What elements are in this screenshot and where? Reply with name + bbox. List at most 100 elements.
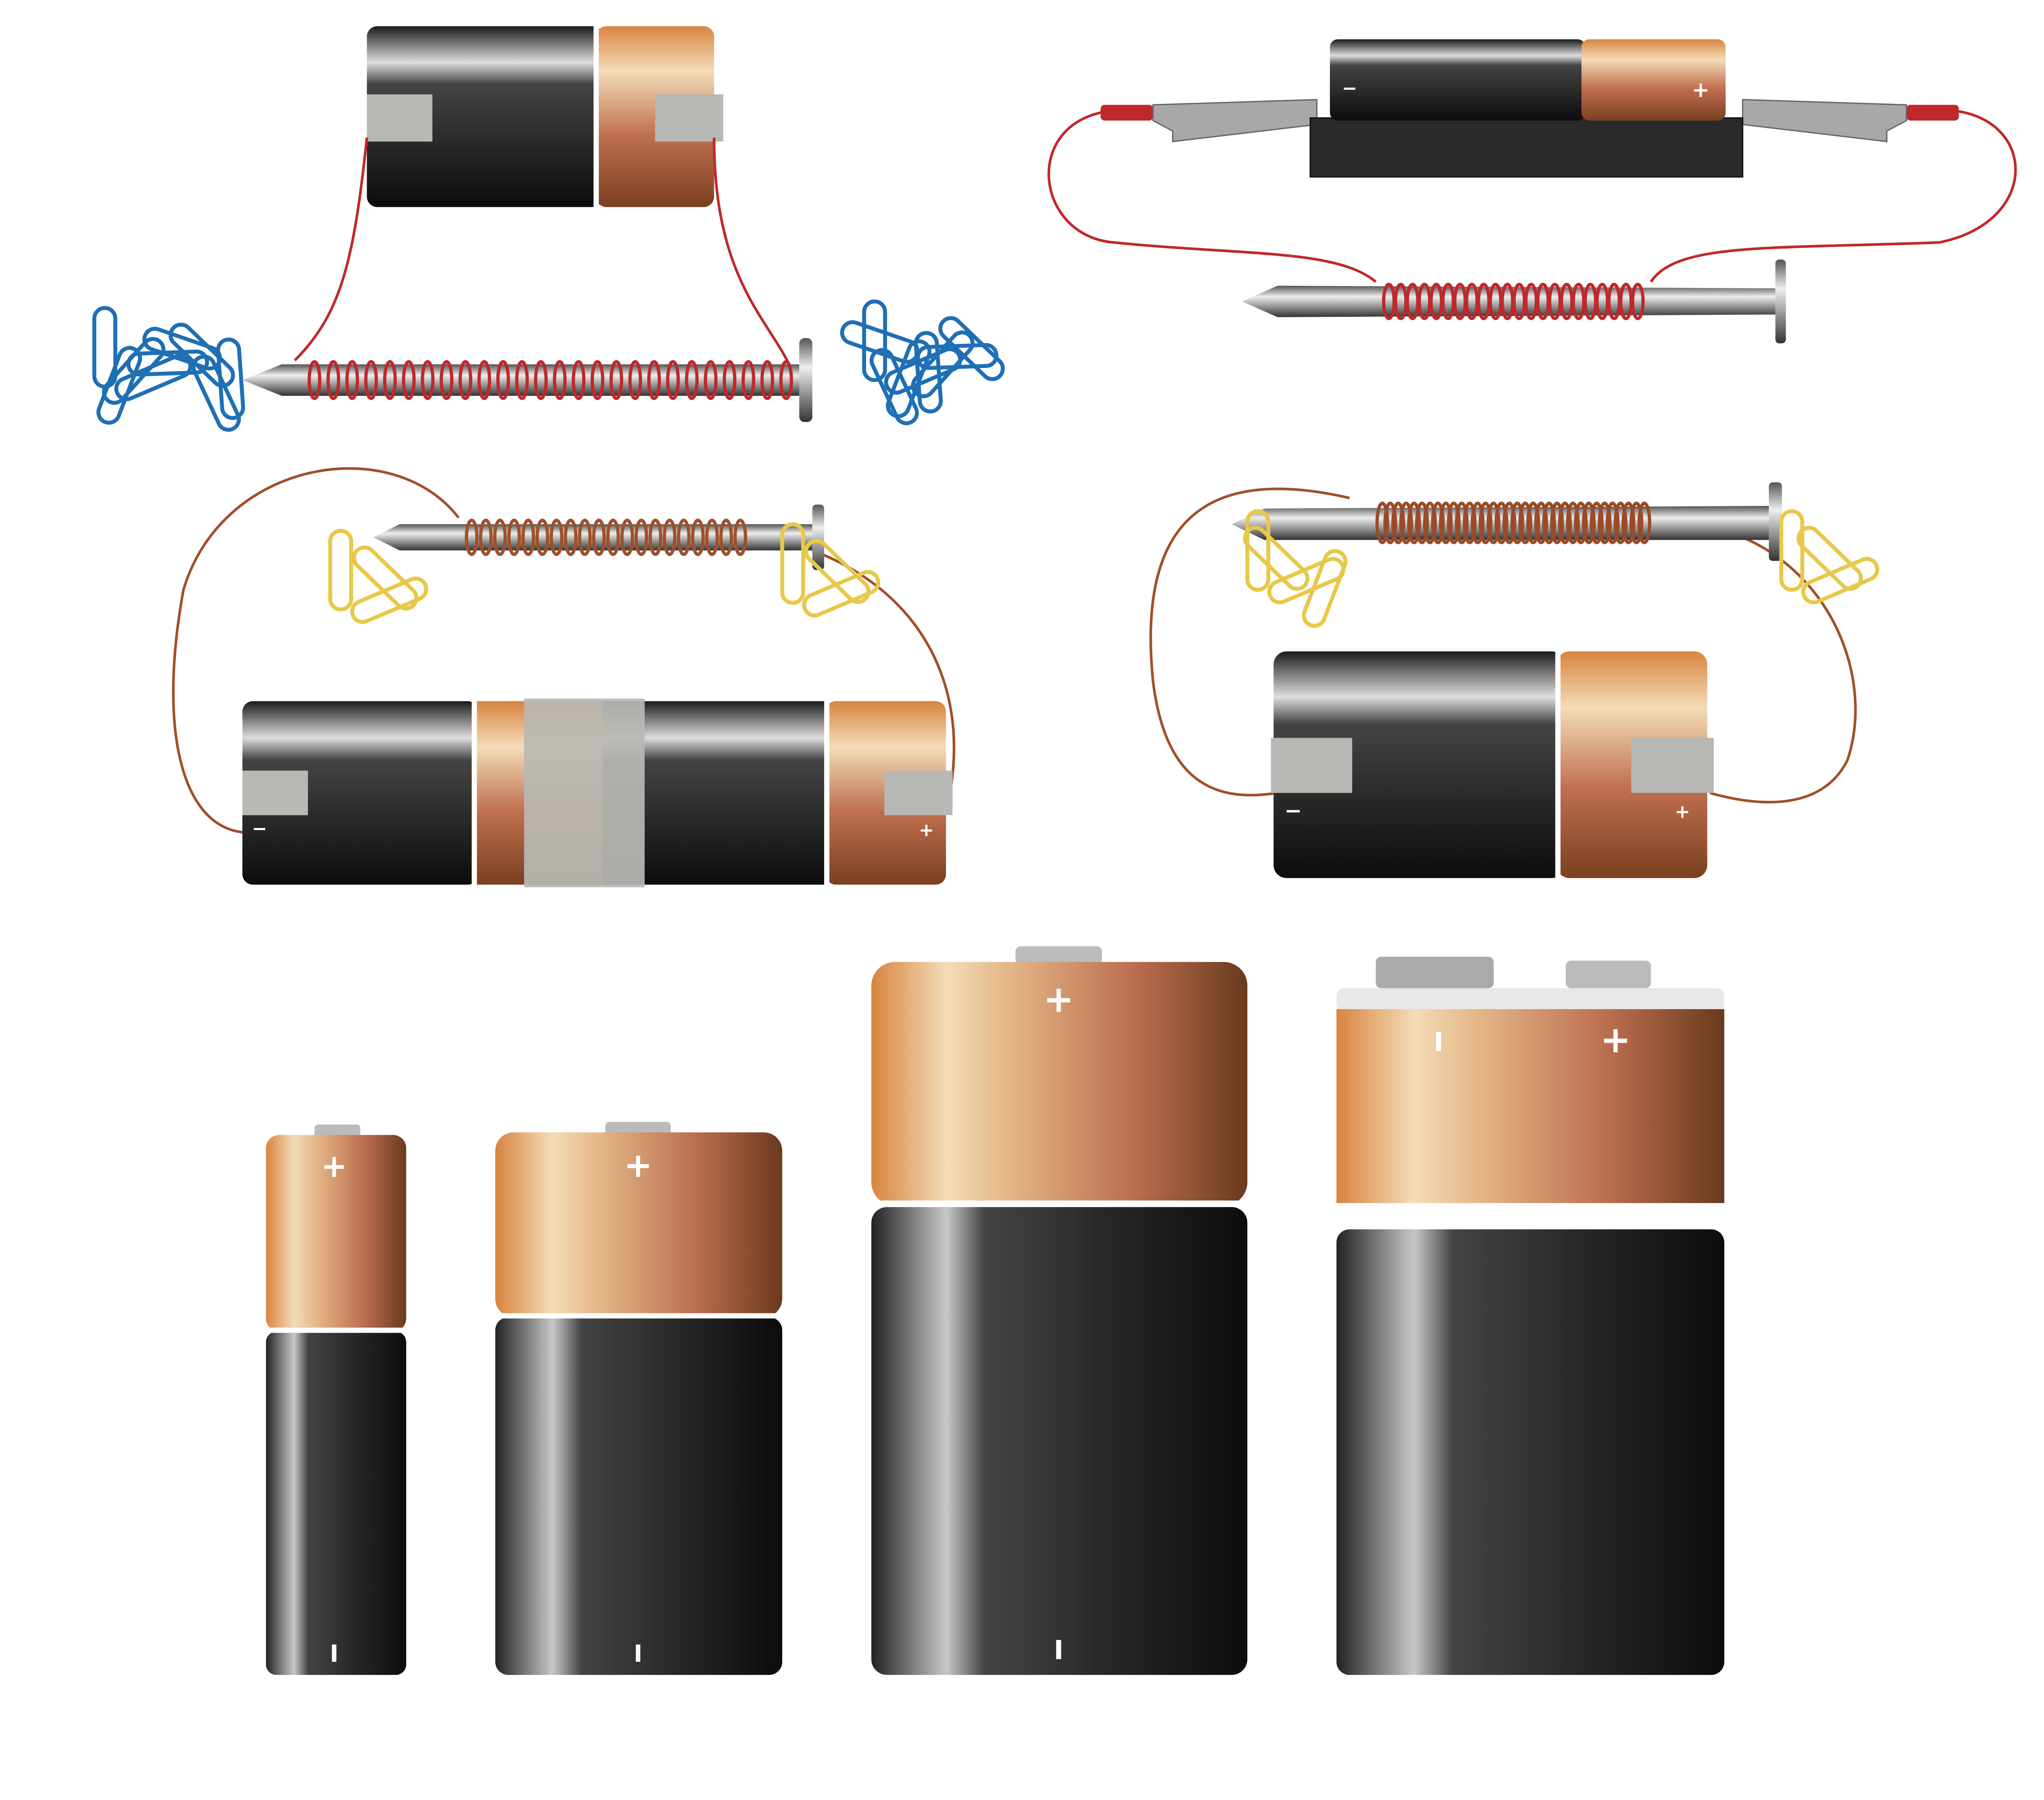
tape-piece <box>367 94 433 142</box>
coil-loop <box>628 360 642 400</box>
coil-loop <box>1582 501 1596 544</box>
coil-loop <box>634 518 648 556</box>
paperclip <box>216 337 245 420</box>
coil-loop <box>521 518 536 556</box>
paperclip <box>1796 525 1863 591</box>
coil-loop <box>666 360 680 400</box>
coil-loop <box>572 360 586 400</box>
coil-loop <box>1407 501 1421 544</box>
electromagnet-single-battery-yellow-clips: − + <box>1149 482 1879 878</box>
battery-in-holder: − + <box>1330 39 1726 121</box>
alligator-clip-left <box>1152 99 1318 142</box>
wire <box>713 137 801 394</box>
coil-loop <box>1383 501 1397 544</box>
coil-loop <box>677 518 691 556</box>
wire-coil <box>465 518 747 556</box>
coil-loop <box>760 360 774 400</box>
coil-loop <box>1614 501 1627 544</box>
d-battery: + I <box>871 946 1248 1675</box>
coil-loop <box>648 518 663 556</box>
paperclip <box>1243 525 1309 591</box>
clip-sleeve <box>1906 105 1959 121</box>
coil-loop <box>722 360 737 400</box>
coil-loop <box>1415 501 1429 544</box>
coil-loop <box>779 360 793 400</box>
coil-loop <box>1542 501 1556 544</box>
coil-loop <box>507 518 521 556</box>
electromagnet-two-batteries-yellow-clips: − + <box>172 467 955 887</box>
coil-loop <box>493 518 507 556</box>
paperclip <box>328 529 353 612</box>
coil-loop <box>477 360 491 400</box>
coil-loop <box>1479 501 1493 544</box>
wire <box>294 137 368 361</box>
coil-loop <box>1455 501 1469 544</box>
negative-sign: − <box>1284 799 1302 823</box>
coil-loop <box>620 518 634 556</box>
paperclip <box>191 355 241 432</box>
coil-loop <box>1494 501 1508 544</box>
illustration: − + − + <box>92 26 2017 1675</box>
coil-loop <box>1439 501 1453 544</box>
clip-cluster-right <box>840 299 1005 425</box>
coil-loop <box>564 518 578 556</box>
coil-loop <box>1637 501 1652 544</box>
coil-loop <box>741 360 755 400</box>
coil-loop <box>685 360 699 400</box>
wire-coil <box>1375 501 1652 544</box>
coil-loop <box>496 360 510 400</box>
coil-loop <box>663 518 677 556</box>
negative-terminal <box>1376 956 1494 988</box>
coil-loop <box>578 518 592 556</box>
coil-loop <box>719 518 733 556</box>
negative-sign: − <box>252 818 267 839</box>
paperclip <box>780 522 805 605</box>
coil-loop <box>1590 501 1604 544</box>
paperclip <box>914 331 943 414</box>
clip-cluster-left <box>1243 509 1348 628</box>
coil-loop <box>1431 501 1445 544</box>
paperclip <box>840 320 920 364</box>
tape-piece <box>1631 738 1714 793</box>
clip-cluster-left <box>92 306 245 432</box>
coil-loop <box>606 518 620 556</box>
coil-loop <box>1631 283 1645 320</box>
coil-loop <box>535 518 549 556</box>
negative-mark: I <box>634 1640 642 1668</box>
clip-cluster-right <box>1779 509 1879 604</box>
coil-loop <box>515 360 529 400</box>
positive-sign: + <box>1043 978 1074 1021</box>
paperclip <box>1801 557 1879 604</box>
wire <box>1047 110 1377 283</box>
coil-loop <box>1574 501 1588 544</box>
battery-sizes-row: + I + I + I I + <box>266 946 1724 1675</box>
aa-battery: + I <box>266 1124 406 1675</box>
wire <box>172 467 460 834</box>
negative-mark: I <box>1434 1028 1443 1058</box>
clip-sleeve <box>1100 105 1153 121</box>
coil-loop <box>609 360 623 400</box>
wire <box>1149 487 1350 797</box>
coil-loop <box>383 360 397 400</box>
d-battery-horizontal: − + <box>1271 651 1714 878</box>
coil-loop <box>590 360 605 400</box>
coil-loop <box>1605 501 1620 544</box>
coil-loop <box>1566 501 1580 544</box>
two-batteries-taped: − + <box>242 698 953 887</box>
coil-loop <box>534 360 548 400</box>
negative-sign: − <box>1342 77 1357 99</box>
coil-loop <box>592 518 606 556</box>
coil-loop <box>345 360 359 400</box>
paperclip <box>804 539 871 604</box>
positive-sign: + <box>1675 801 1690 822</box>
coil-loop <box>465 518 479 556</box>
coil-loop <box>1399 501 1413 544</box>
tape-piece <box>1271 738 1352 793</box>
paperclip <box>862 299 887 382</box>
clip-cluster-left <box>328 529 428 624</box>
coil-loop <box>1375 501 1390 544</box>
d-battery-horizontal <box>367 26 724 207</box>
paperclip <box>1245 509 1271 592</box>
positive-sign: + <box>1692 78 1710 102</box>
coil-loop <box>1423 501 1437 544</box>
